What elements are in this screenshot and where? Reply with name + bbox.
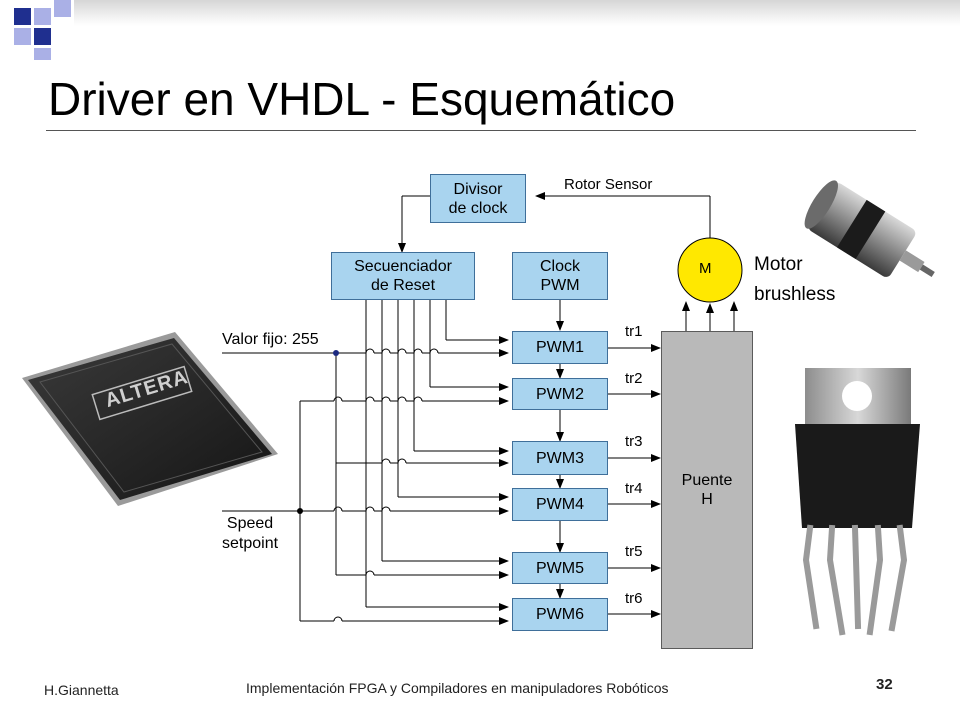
motor-symbol-label: M <box>699 260 712 277</box>
pwm3-block: PWM3 <box>512 441 608 475</box>
speed-line2: setpoint <box>222 535 279 552</box>
divisor-line2: de clock <box>448 199 508 217</box>
top-bar <box>74 0 960 26</box>
tr1-label: tr1 <box>625 323 643 340</box>
clock-pwm-line1: Clock <box>539 258 580 275</box>
brushless-motor-photo <box>804 180 935 278</box>
page-number: 32 <box>876 676 893 693</box>
tr3-label: tr3 <box>625 433 643 450</box>
pwm6-block: PWM6 <box>512 598 608 631</box>
corner-square-lavender-3 <box>54 0 71 17</box>
tr4-label: tr4 <box>625 480 643 497</box>
valor-fijo-label: Valor fijo: 255 <box>222 331 319 348</box>
secuenciador-line2: de Reset <box>370 277 436 294</box>
corner-square-navy <box>14 8 31 25</box>
puente-line2: H <box>701 491 713 508</box>
title-divider <box>46 130 916 131</box>
pwm4-block: PWM4 <box>512 488 608 521</box>
clock-pwm-line2: PWM <box>540 277 580 294</box>
slide-title: Driver en VHDL - Esquemático <box>48 73 676 125</box>
fpga-chip-photo <box>22 332 278 506</box>
motor-label-line1: Motor <box>754 254 803 275</box>
corner-square-navy-2 <box>34 28 51 45</box>
divisor-line1: Divisor <box>453 180 503 198</box>
motor-label-line2: brushless <box>754 284 836 305</box>
corner-square-lavender-2 <box>14 28 31 45</box>
pwm1-block: PWM1 <box>512 331 608 364</box>
corner-square-lavender <box>34 8 51 25</box>
tr6-label: tr6 <box>625 590 643 607</box>
course-footer: Implementación FPGA y Compiladores en ma… <box>246 680 669 696</box>
rotor-sensor-label: Rotor Sensor <box>564 176 653 193</box>
secuenciador-line1: Secuenciador <box>354 258 452 275</box>
motor-symbol <box>677 237 743 303</box>
tr2-label: tr2 <box>625 370 643 387</box>
corner-square-lavender-4 <box>34 48 51 60</box>
secuenciador-block: Secuenciador de Reset <box>331 252 475 300</box>
motor-brushless-label: Motor brushless <box>754 250 835 310</box>
tr5-label: tr5 <box>625 543 643 560</box>
pwm2-block: PWM2 <box>512 378 608 410</box>
pwm5-block: PWM5 <box>512 552 608 584</box>
power-ic-photo <box>795 368 920 636</box>
speed-line1: Speed <box>226 515 274 532</box>
speed-setpoint-label: Speed setpoint <box>222 514 278 554</box>
author-footer: H.Giannetta <box>44 682 119 698</box>
puente-line1: Puente <box>681 472 733 489</box>
